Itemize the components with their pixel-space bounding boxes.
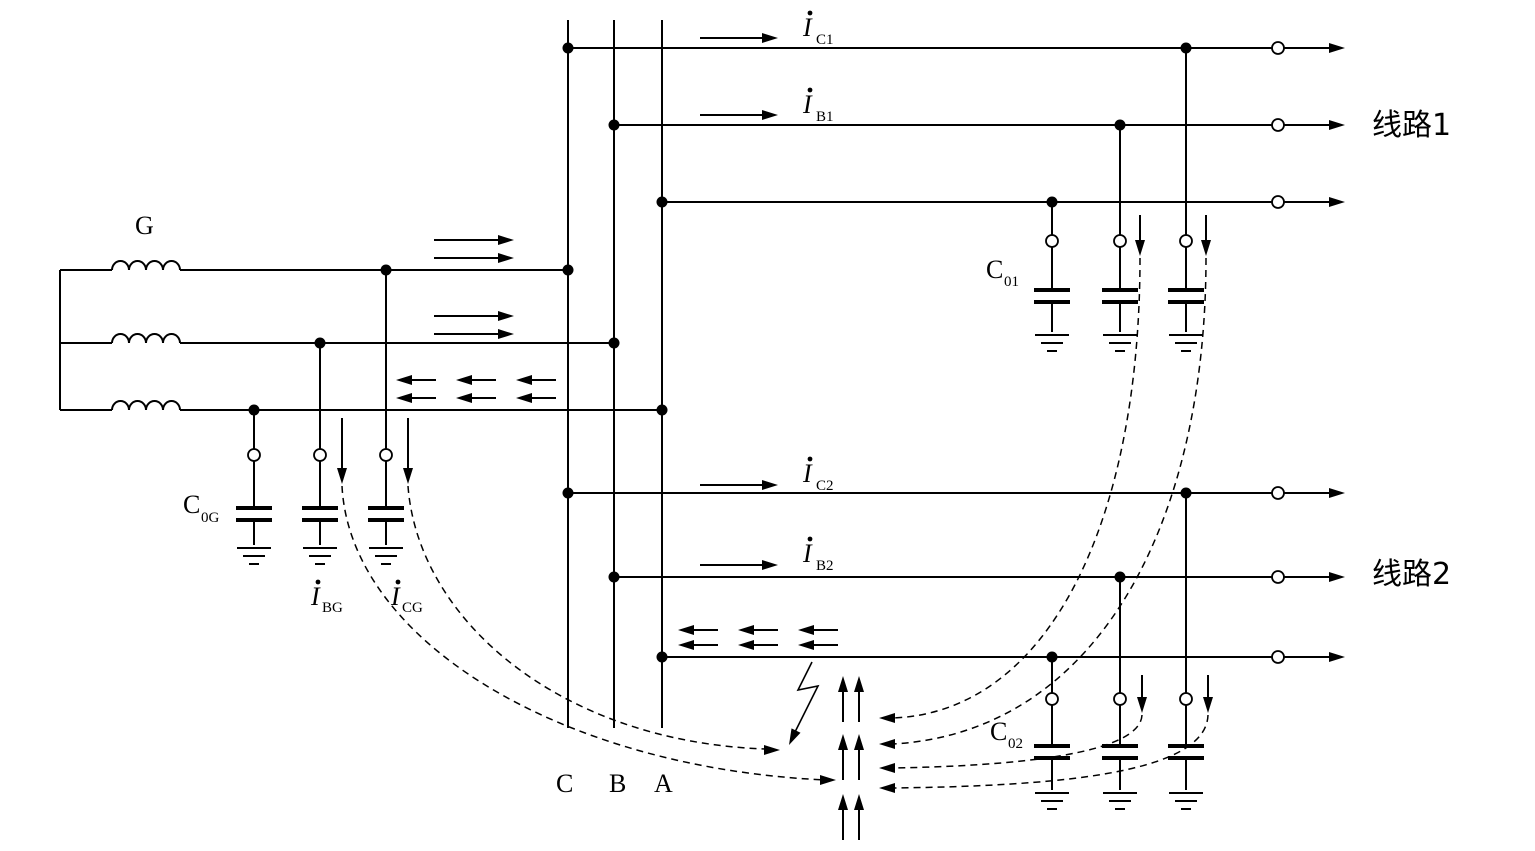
svg-text:I: I	[310, 582, 321, 611]
capacitor-label-c01: C	[986, 255, 1003, 284]
generator: G	[59, 211, 181, 411]
return-current-paths	[341, 257, 1209, 793]
bus-label-b: B	[609, 769, 626, 798]
capacitor-label-c0g: C	[183, 490, 200, 519]
svg-text:01: 01	[1004, 274, 1019, 290]
bus-label-a: A	[654, 769, 673, 798]
capacitor-label-c02: C	[990, 717, 1007, 746]
svg-text:B1: B1	[816, 109, 834, 125]
svg-text:0G: 0G	[201, 510, 220, 526]
winding-b	[60, 333, 181, 344]
terminal-icon	[1271, 41, 1285, 55]
terminal-icon	[1271, 650, 1285, 664]
generator-flow-arrows	[396, 235, 556, 403]
line-2-reverse-arrows	[678, 625, 838, 650]
buses: C B A	[556, 20, 673, 798]
current-ib1: I B1	[700, 87, 834, 125]
line-1-capacitors: C 01	[986, 48, 1211, 352]
line-1: 线路1 I C1 I B1	[562, 10, 1451, 352]
svg-text:CG: CG	[402, 600, 423, 616]
bus-label-c: C	[556, 769, 573, 798]
line-2-label: 线路2	[1372, 557, 1451, 592]
winding-a	[60, 400, 181, 411]
fault-current-arrows	[838, 676, 864, 840]
current-ib2: I B2	[700, 536, 834, 574]
generator-label: G	[135, 211, 154, 240]
svg-text:I: I	[802, 90, 813, 119]
terminal-icon	[1271, 195, 1285, 209]
generator-junctions	[248, 264, 668, 416]
line-2: 线路2 I C2 I B2	[562, 456, 1451, 840]
current-icg: I CG	[390, 579, 423, 616]
line-1-label: 线路1	[1372, 108, 1451, 143]
svg-text:I: I	[390, 582, 401, 611]
terminal-icon	[1271, 486, 1285, 500]
svg-text:I: I	[802, 539, 813, 568]
fault-icon	[784, 661, 820, 748]
svg-text:I: I	[802, 13, 813, 42]
line-2-capacitors: C 02	[990, 493, 1213, 810]
generator-feeders	[180, 269, 662, 411]
generator-capacitors: C 0G I BG I CG	[183, 270, 423, 616]
terminal-icon	[1271, 118, 1285, 132]
current-ibg: I BG	[310, 579, 343, 616]
svg-text:I: I	[802, 459, 813, 488]
svg-text:B2: B2	[816, 558, 834, 574]
winding-c	[60, 260, 181, 271]
svg-text:C1: C1	[816, 32, 834, 48]
svg-text:02: 02	[1008, 736, 1023, 752]
svg-text:C2: C2	[816, 478, 834, 494]
terminal-icon	[1271, 570, 1285, 584]
svg-text:BG: BG	[322, 600, 343, 616]
current-ic1: I C1	[700, 10, 834, 48]
current-ic2: I C2	[700, 456, 834, 494]
